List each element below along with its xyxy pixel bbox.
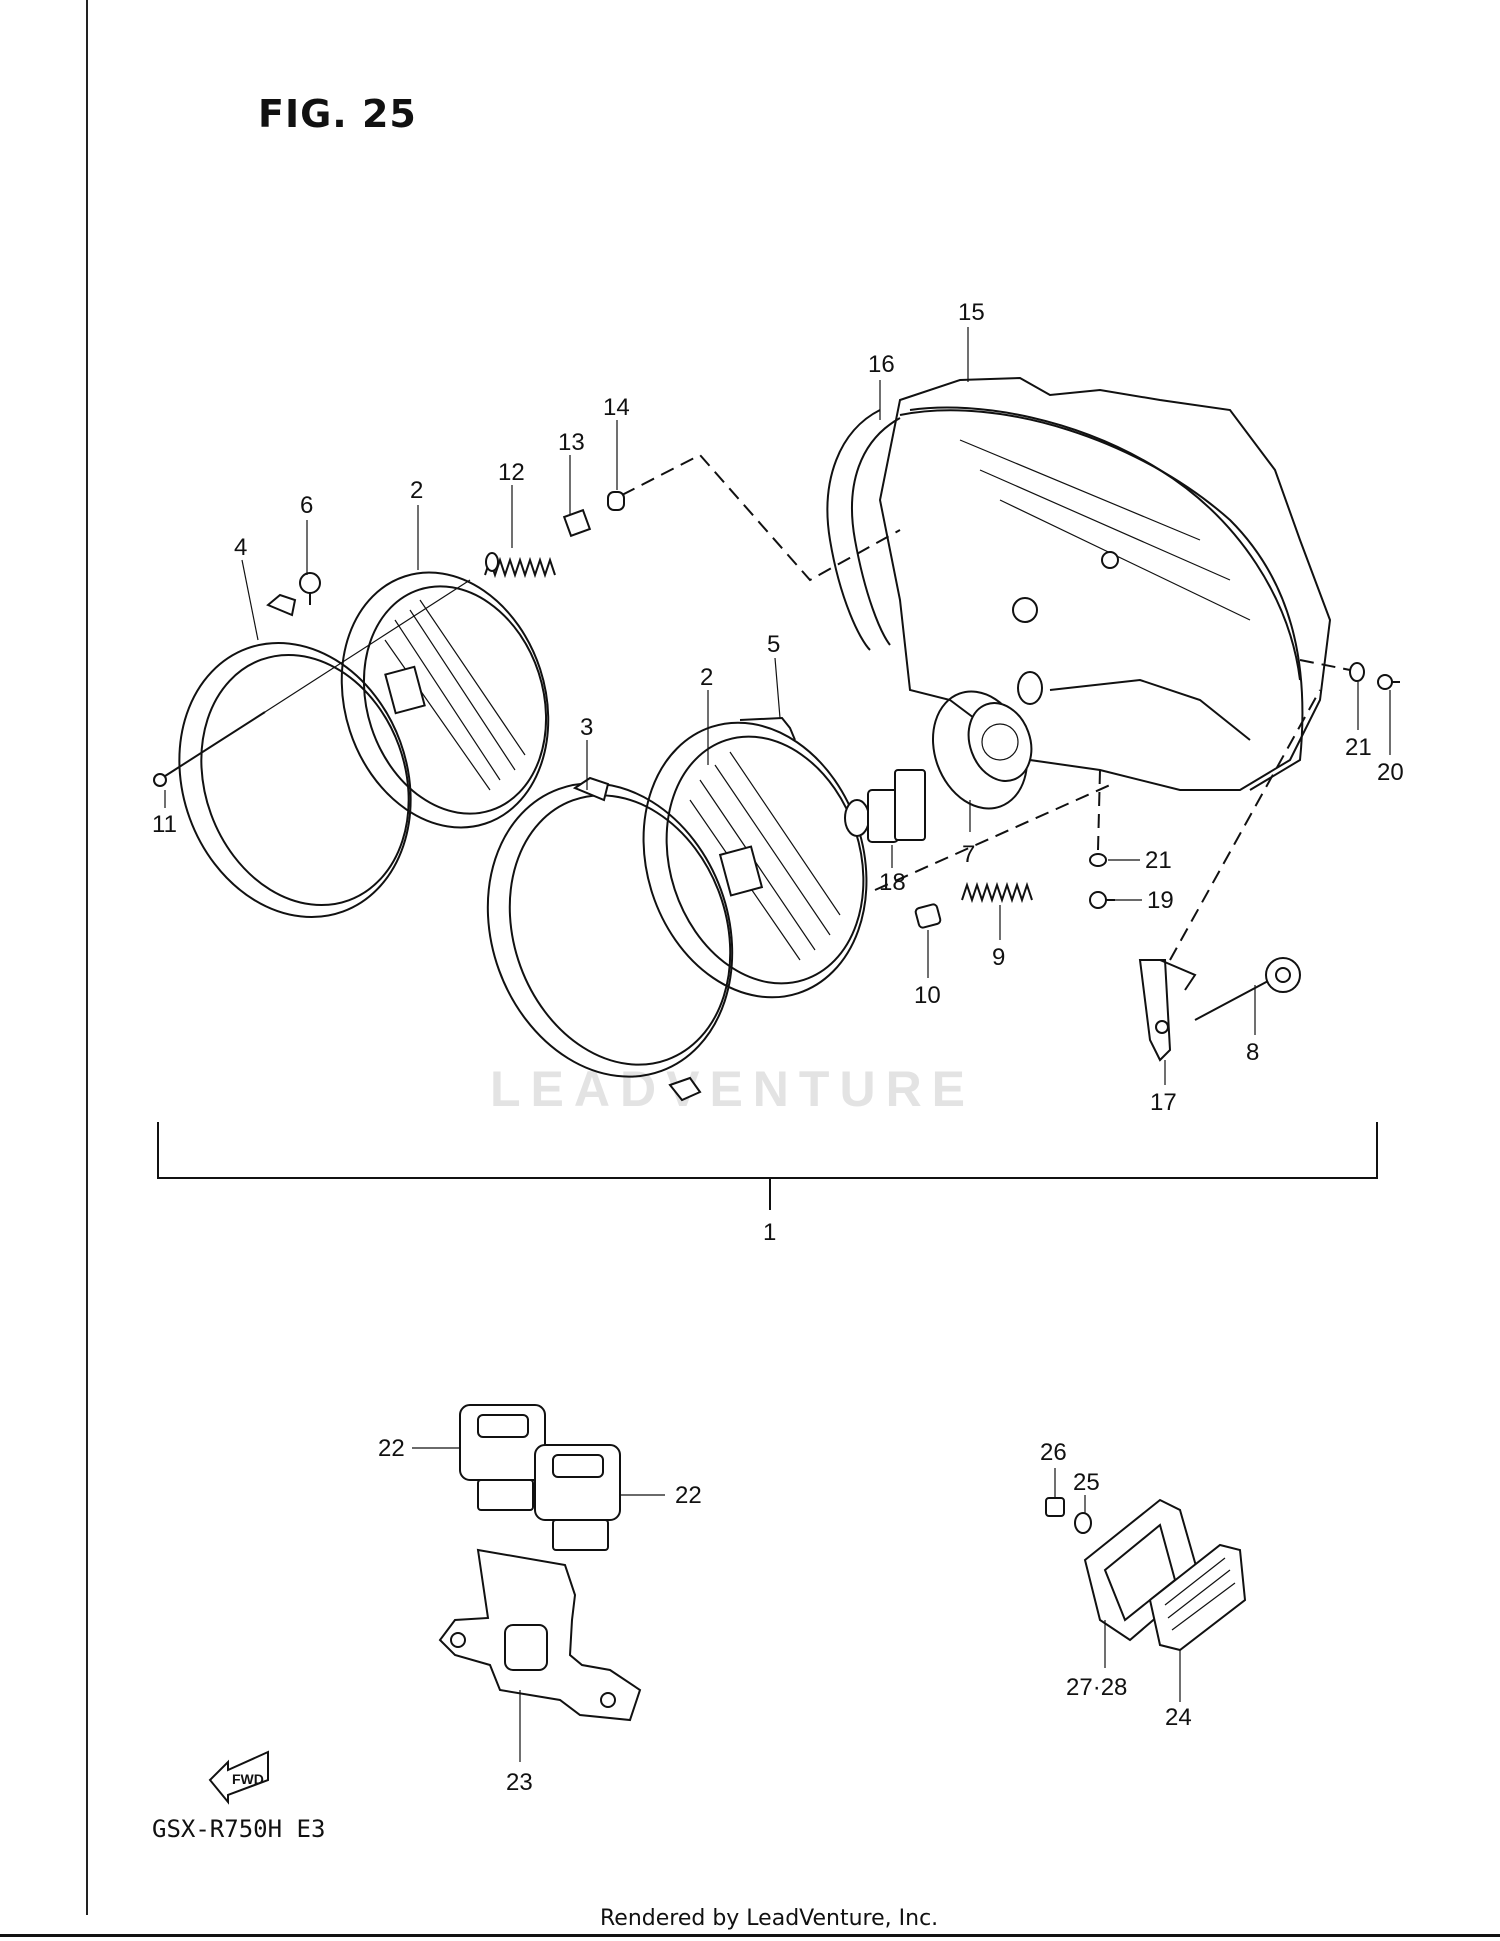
callout-18: 18: [879, 869, 906, 896]
headlight-unit-front: [642, 721, 868, 999]
callout-8: 8: [1246, 1039, 1259, 1066]
relay-right: [534, 1444, 621, 1551]
callout-5: 5: [767, 631, 780, 658]
assembly-bracket: [157, 1122, 1378, 1210]
adjusting-screw: [1194, 957, 1301, 1021]
callout-22-left: 22: [378, 1435, 405, 1462]
spring-upper: [484, 552, 556, 579]
callout-17: 17: [1150, 1089, 1177, 1116]
callout-12: 12: [498, 459, 525, 486]
left-margin-rule: [86, 0, 88, 1915]
headlight-rim-front: [486, 776, 734, 1102]
callout-3: 3: [580, 714, 593, 741]
callout-22-right: 22: [675, 1482, 702, 1509]
watermark: LEADVENTURE: [490, 1061, 976, 1117]
callout-6: 6: [300, 492, 313, 519]
headlight-unit-rear: [340, 571, 550, 829]
callout-2b: 2: [700, 664, 713, 691]
model-code: GSX-R750H E3: [152, 1815, 326, 1843]
headlight-housing: [878, 376, 1332, 791]
callout-24: 24: [1165, 1704, 1192, 1731]
callout-labels: 15 16 14 13 12 2 6 4 11 3 2 5 18 7 9 10 …: [152, 299, 1404, 1796]
adjusting-bolt-long: [153, 579, 471, 787]
fwd-arrow-icon: FWD: [208, 1750, 269, 1805]
callout-27-28: 27·28: [1066, 1674, 1127, 1701]
nut-upper: [562, 491, 625, 538]
callout-15: 15: [958, 299, 985, 326]
leader-lines: [164, 327, 1391, 1762]
callout-21-lower: 21: [1145, 847, 1172, 874]
screw-6: [299, 572, 321, 605]
washer-21-lower: [1089, 853, 1107, 867]
callout-11: 11: [152, 811, 177, 838]
bulb-socket-cover: [931, 671, 1043, 810]
callout-16: 16: [868, 351, 895, 378]
reflector: [1148, 1543, 1247, 1652]
callout-10: 10: [914, 982, 941, 1009]
adjuster-bracket: [1138, 959, 1197, 1062]
callout-13: 13: [558, 429, 585, 456]
spring-lower: [961, 881, 1033, 904]
footer-credit: Rendered by LeadVenture, Inc.: [600, 1906, 939, 1931]
washer-25: [1074, 1512, 1092, 1534]
nut-lower: [914, 903, 942, 929]
callout-14: 14: [603, 394, 630, 421]
nut-26: [1045, 1497, 1065, 1517]
bulb: [844, 769, 926, 843]
bottom-rule: [0, 1934, 1500, 1937]
callout-25: 25: [1073, 1469, 1100, 1496]
callout-1: 1: [763, 1219, 776, 1246]
callout-19: 19: [1147, 887, 1174, 914]
callout-26: 26: [1040, 1439, 1067, 1466]
callout-4: 4: [234, 534, 247, 561]
callout-21-upper: 21: [1345, 734, 1372, 761]
fwd-label: FWD: [232, 1771, 264, 1787]
relay-bracket: [438, 1548, 642, 1722]
callout-9: 9: [992, 944, 1005, 971]
screw-20: [1377, 674, 1400, 690]
assembly-guide-lines: [621, 453, 1351, 961]
figure-title: FIG. 25: [258, 92, 417, 136]
housing-gasket: [826, 409, 1304, 791]
relay-left: [459, 1404, 546, 1511]
callout-23: 23: [506, 1769, 533, 1796]
callout-2a: 2: [410, 477, 423, 504]
washer-21-upper: [1349, 662, 1365, 682]
headlight-rim-rear: [178, 593, 412, 919]
callout-7: 7: [962, 841, 975, 868]
wire-clip: [739, 716, 796, 741]
callout-20: 20: [1377, 759, 1404, 786]
